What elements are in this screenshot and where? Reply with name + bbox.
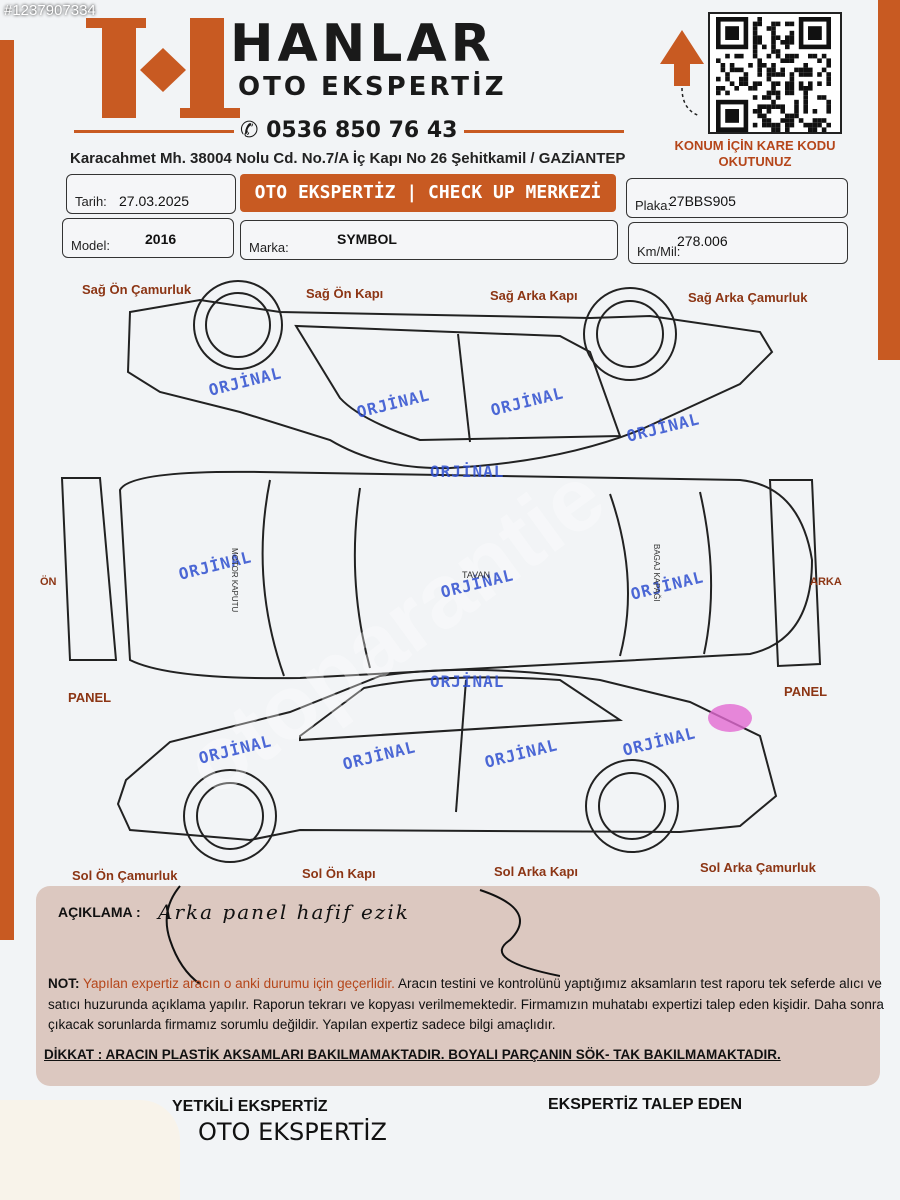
part-label-right-rear-door: Sağ Arka Kapı [490, 288, 578, 303]
left-orange-band [0, 40, 14, 940]
stamp: ORJİNAL [430, 672, 505, 691]
model-value: 2016 [145, 231, 177, 247]
notes-label: AÇIKLAMA : [58, 904, 141, 920]
stamp: ORJİNAL [430, 462, 505, 481]
paper-corner [0, 1100, 180, 1200]
disclaimer-notice: NOT: Yapılan expertiz aracın o anki duru… [48, 976, 884, 1032]
mileage-field: Km/Mil: 278.006 [628, 222, 848, 264]
part-label-left-rear-fender: Sol Arka Çamurluk [700, 860, 816, 875]
listing-id: #1237907334 [4, 2, 96, 19]
label-rear-panel: PANEL [784, 684, 828, 699]
plate-value: 27BBS905 [669, 193, 736, 209]
right-orange-band [878, 0, 900, 360]
date-field: Tarih: 27.03.2025 [66, 174, 236, 214]
address: Karacahmet Mh. 38004 Nolu Cd. No.7/A İç … [70, 150, 626, 167]
part-label-roof: TAVAN [462, 570, 491, 580]
service-banner: OTO EKSPERTİZ | CHECK UP MERKEZİ [240, 174, 616, 212]
brand-value: SYMBOL [337, 231, 397, 247]
warning-text: DİKKAT : ARACIN PLASTİK AKSAMLARI BAKILM… [44, 1047, 781, 1062]
brand-field: Marka: SYMBOL [240, 220, 618, 260]
label-front-panel: PANEL [68, 690, 112, 705]
pen-scribble-icon [165, 885, 560, 985]
phone-icon: ✆ [240, 118, 259, 143]
brand-label: Marka: [249, 240, 289, 255]
mileage-value: 278.006 [677, 233, 728, 249]
label-front: ÖN [40, 576, 57, 588]
model-field: Model: 2016 [62, 218, 234, 258]
model-label: Model: [71, 238, 111, 253]
requester-label: EKSPERTİZ TALEP EDEN [548, 1096, 743, 1113]
paint-mark-icon [708, 704, 752, 732]
authorized-expert-stamp: OTO EKSPERTİZ [198, 1118, 387, 1146]
notes-box [36, 886, 880, 1086]
qr-instruction: KONUM İÇİN KARE KODU OKUTUNUZ [674, 138, 836, 169]
part-label-left-front-fender: Sol Ön Çamurluk [72, 868, 178, 883]
date-label: Tarih: [75, 194, 107, 209]
plate-field: Plaka: 27BBS905 [626, 178, 848, 218]
part-label-right-rear-fender: Sağ Arka Çamurluk [688, 290, 808, 305]
part-label-hood: MOTOR KAPUTU [230, 548, 239, 613]
handwritten-note: Arka panel hafif ezik [158, 900, 410, 924]
divider [74, 130, 234, 133]
authorized-expert-label: YETKİLİ EKSPERTİZ [172, 1098, 328, 1115]
phone-number: ✆ 0536 850 76 43 [234, 118, 464, 143]
part-label-left-rear-door: Sol Arka Kapı [494, 864, 579, 879]
part-label-left-front-door: Sol Ön Kapı [302, 866, 376, 881]
arrow-up-icon [660, 30, 704, 117]
divider [464, 130, 624, 133]
part-label-trunk: BAGAJ KAPAĞI [652, 544, 661, 602]
label-rear: ARKA [810, 576, 842, 588]
qr-code-icon [708, 12, 842, 134]
brand-title: HANLAR [230, 14, 495, 74]
part-label-right-front-fender: Sağ Ön Çamurluk [82, 282, 192, 297]
part-label-right-front-door: Sağ Ön Kapı [306, 286, 384, 301]
phone-row: ✆ 0536 850 76 43 [74, 118, 624, 144]
brand-subtitle: OTO EKSPERTİZ [238, 72, 507, 102]
date-value: 27.03.2025 [119, 193, 190, 209]
mileage-label: Km/Mil: [637, 244, 681, 259]
brand-logo-icon [86, 18, 240, 118]
plate-label: Plaka: [635, 198, 672, 213]
